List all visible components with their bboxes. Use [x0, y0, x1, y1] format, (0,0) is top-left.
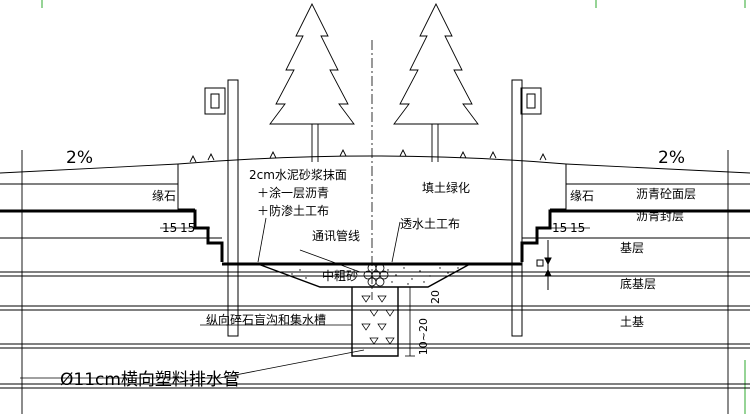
curbs: [177, 164, 567, 210]
curb-label-right: 缘石: [570, 189, 595, 203]
waterproof-note-1: 2cm水泥砂浆抹面: [249, 168, 347, 182]
curb-label-left: 缘石: [152, 189, 177, 203]
slope-label-right: 2%: [658, 148, 685, 168]
seal-arrows: [536, 240, 552, 290]
depth-range-label: 10~20: [417, 318, 430, 356]
permeable-geotextile-label: 透水土工布: [400, 217, 461, 231]
street-lamp-icon: [204, 79, 542, 337]
width-label-4: 15: [570, 221, 586, 235]
telecom-pipe-label: 通讯管线: [312, 229, 361, 243]
layer-asphalt-seal: 沥青封层: [636, 209, 685, 223]
median-mound: [177, 155, 567, 165]
layer-subgrade: 土基: [620, 315, 645, 329]
conifer-tree-icon: [269, 2, 479, 162]
blind-ditch-label: 纵向碎石盲沟和集水槽: [206, 313, 327, 327]
depth-dimension: [405, 286, 415, 357]
coarse-sand-fill: [291, 267, 459, 285]
telecom-pipes: [363, 263, 389, 287]
drain-pipe-label: Ø11cm横向塑料排水管: [60, 370, 240, 390]
gravel-fill: [361, 295, 395, 345]
frame-ticks: [41, 0, 746, 414]
width-label-3: 15: [552, 221, 568, 235]
width-label-1: 15: [162, 221, 178, 235]
waterproof-note-2: ＋涂一层沥青: [257, 186, 330, 200]
slope-label-left: 2%: [66, 148, 93, 168]
grass-tuft-icon: [189, 148, 547, 163]
width-label-2: 15: [180, 221, 196, 235]
coarse-sand-label: 中粗砂: [322, 269, 359, 283]
layer-subbase: 底基层: [620, 277, 657, 291]
leader-lines: [20, 217, 401, 379]
drainage-trench: [257, 263, 471, 357]
depth-dimension-label: 20: [429, 290, 442, 304]
layer-base: 基层: [620, 241, 645, 255]
layer-asphalt-concrete: 沥青砼面层: [636, 187, 697, 201]
layer-lines: [0, 150, 750, 414]
greening-label: 填土绿化: [422, 181, 471, 195]
waterproof-note-3: ＋防渗土工布: [257, 204, 330, 218]
